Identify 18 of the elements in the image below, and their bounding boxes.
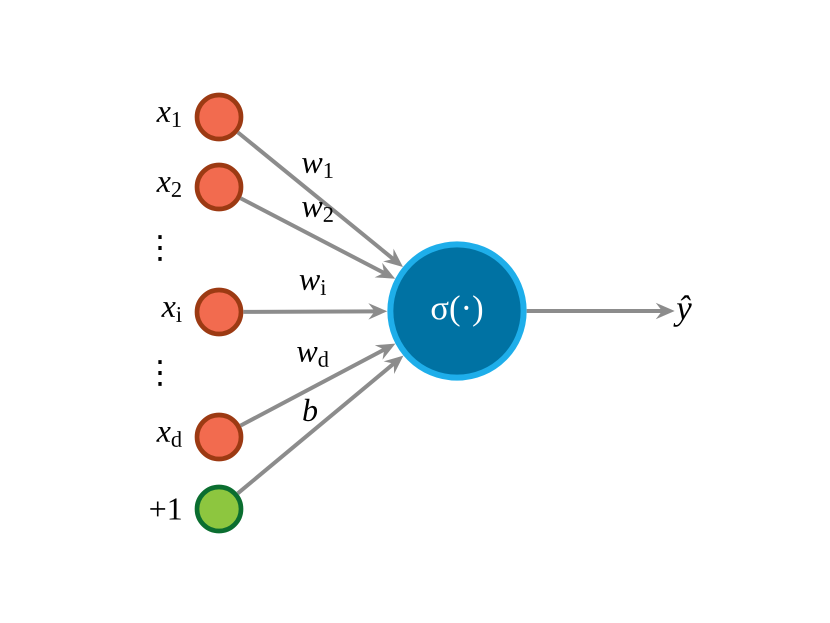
input-label: x$_{2}$ xyxy=(156,177,181,197)
weight-label: w$_{i}$ xyxy=(300,275,326,295)
input-circle xyxy=(194,162,244,212)
input-label: x$_{i}$ xyxy=(161,302,182,322)
ellipsis: ⋮ xyxy=(158,235,162,261)
weight-label: w$_{d}$ xyxy=(297,347,329,367)
bias-circle xyxy=(194,484,244,534)
output-label: ŷ xyxy=(673,295,692,327)
weight-label: b xyxy=(303,398,318,422)
input-circle xyxy=(194,92,244,142)
input-label: x$_{1}$ xyxy=(156,107,181,127)
input-circle xyxy=(194,288,244,336)
input-label: x$_{d}$ xyxy=(156,427,182,447)
input-circle xyxy=(194,412,244,462)
weight-label: w$_{2}$ xyxy=(302,202,333,222)
input-label: +1 xyxy=(150,498,181,520)
ellipsis: ⋮ xyxy=(158,360,162,386)
weight-label: w$_{1}$ xyxy=(302,158,333,178)
